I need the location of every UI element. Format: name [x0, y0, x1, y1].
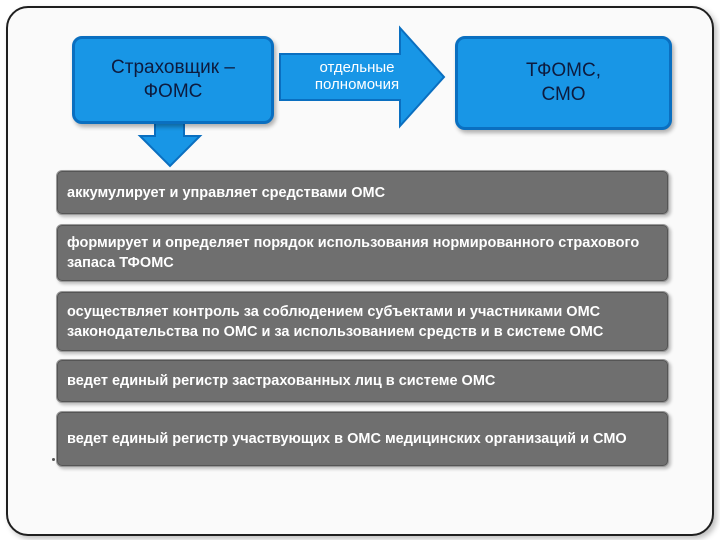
function-item-text: аккумулирует и управляет средствами ОМС — [67, 184, 386, 201]
function-item-text: ведет единый регистр участвующих в ОМС м… — [67, 431, 627, 447]
tfoms-smo-box: ТФОМС, СМО — [455, 36, 672, 130]
function-item-1: аккумулирует и управляет средствами ОМС — [56, 170, 669, 215]
arrow-label: отдельные полномочия — [314, 59, 400, 94]
right-arrow — [279, 25, 446, 129]
function-item-5: ведет единый регистр участвующих в ОМС м… — [56, 411, 669, 467]
function-item-text: формирует и определяет порядок использов… — [67, 235, 640, 271]
function-item-text: ведет единый регистр застрахованных лиц … — [67, 373, 496, 389]
bullet-dot — [52, 458, 55, 461]
down-arrow — [137, 117, 203, 168]
insurer-box: Страховщик – ФОМС — [72, 36, 274, 124]
function-item-2: формирует и определяет порядок использов… — [56, 224, 669, 282]
function-item-4: ведет единый регистр застрахованных лиц … — [56, 359, 669, 403]
function-item-3: осуществляет контроль за соблюдением суб… — [56, 291, 669, 352]
function-item-text: осуществляет контроль за соблюдением суб… — [67, 303, 604, 340]
